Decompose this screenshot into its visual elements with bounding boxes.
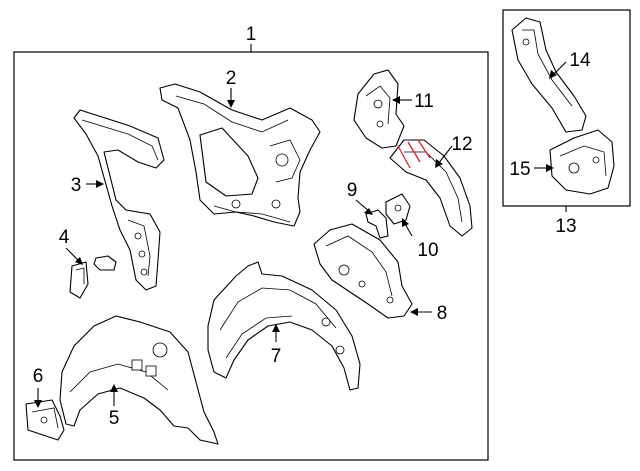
part-9-clip[interactable] [365, 209, 389, 239]
callout-1: 1 [246, 24, 257, 45]
callout-7: 7 [271, 346, 282, 367]
arrowheads [34, 70, 557, 408]
part-8-reinforcement[interactable] [313, 223, 413, 319]
callout-11: 11 [414, 91, 434, 112]
callout-6: 6 [33, 366, 44, 387]
callout-15: 15 [509, 159, 530, 180]
part-10-bracket[interactable] [385, 193, 411, 225]
callout-13: 13 [555, 216, 576, 237]
part-11-upper-bracket[interactable] [353, 69, 405, 149]
part-2-quarter-inner-panel[interactable] [159, 83, 321, 227]
callout-9: 9 [347, 180, 358, 201]
callout-14: 14 [569, 50, 591, 71]
part-7-wheelhouse-inner[interactable] [207, 261, 361, 391]
part-15-bracket[interactable] [549, 129, 615, 195]
callout-4: 4 [59, 227, 70, 248]
part-14-pillar[interactable] [511, 17, 587, 133]
part-4-bracket[interactable] [69, 255, 117, 299]
callout-5: 5 [109, 408, 120, 429]
part-3-pillar-reinforcement[interactable] [73, 109, 165, 291]
callout-3: 3 [71, 175, 82, 196]
callout-12: 12 [451, 134, 472, 155]
callout-2: 2 [226, 68, 237, 89]
part-12-extension[interactable] [389, 139, 473, 237]
callout-8: 8 [437, 303, 448, 324]
part-6-bracket[interactable] [25, 399, 65, 441]
part-5-wheelhouse-outer[interactable] [59, 315, 219, 445]
callout-10: 10 [417, 240, 438, 261]
